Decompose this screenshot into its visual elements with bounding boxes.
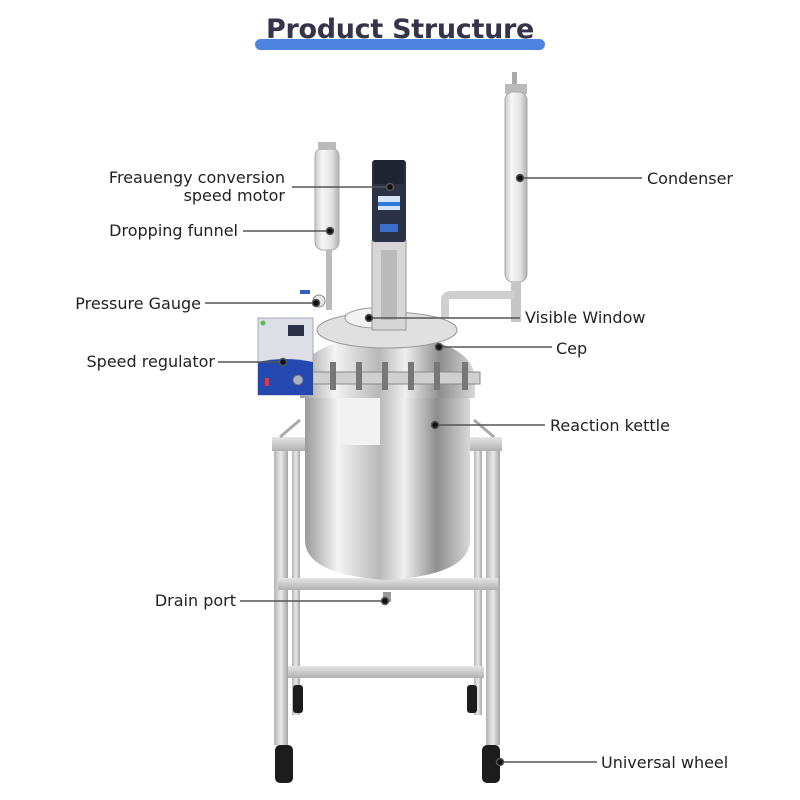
reaction-kettle-body bbox=[295, 307, 481, 602]
speed-regulator-box bbox=[257, 317, 314, 396]
label-pressure-gauge: Pressure Gauge bbox=[75, 294, 201, 313]
title-banner: Product Structure bbox=[0, 0, 800, 60]
dropping-funnel bbox=[300, 142, 340, 310]
title-underline-bar bbox=[255, 39, 545, 50]
label-visible-window: Visible Window bbox=[525, 308, 646, 327]
label-reaction-kettle: Reaction kettle bbox=[550, 416, 670, 435]
page-title: Product Structure bbox=[265, 14, 535, 45]
label-drain-port: Drain port bbox=[154, 591, 236, 610]
label-motor: Freauengy conversion speed motor bbox=[70, 169, 285, 205]
leader-lines bbox=[205, 173, 642, 767]
label-motor-line1: Freauengy conversion bbox=[108, 168, 285, 187]
label-universal-wheel: Universal wheel bbox=[601, 753, 729, 772]
label-dropping-funnel: Dropping funnel bbox=[109, 221, 238, 240]
label-speed-regulator: Speed regulator bbox=[86, 352, 216, 371]
label-motor-line2: speed motor bbox=[183, 186, 285, 205]
condenser-column bbox=[441, 72, 528, 322]
wheels bbox=[275, 685, 500, 783]
label-condenser: Condenser bbox=[647, 169, 733, 188]
motor-assembly bbox=[371, 160, 407, 331]
label-cep: Cep bbox=[556, 339, 588, 358]
